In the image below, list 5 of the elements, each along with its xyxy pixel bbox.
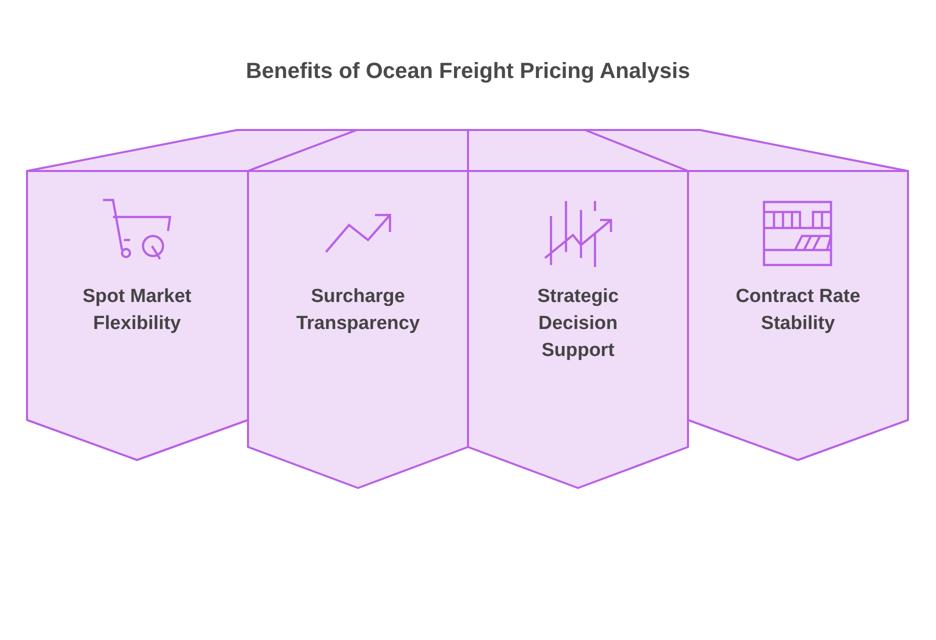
benefit-label: Contract Rate Stability <box>734 285 862 336</box>
benefit-label: Surcharge Transparency <box>295 285 421 336</box>
benefit-label: Spot Market Flexibility <box>82 285 192 336</box>
benefit-label: Strategic Decision Support <box>536 285 620 363</box>
diagram-title: Benefits of Ocean Freight Pricing Analysis <box>244 58 692 84</box>
